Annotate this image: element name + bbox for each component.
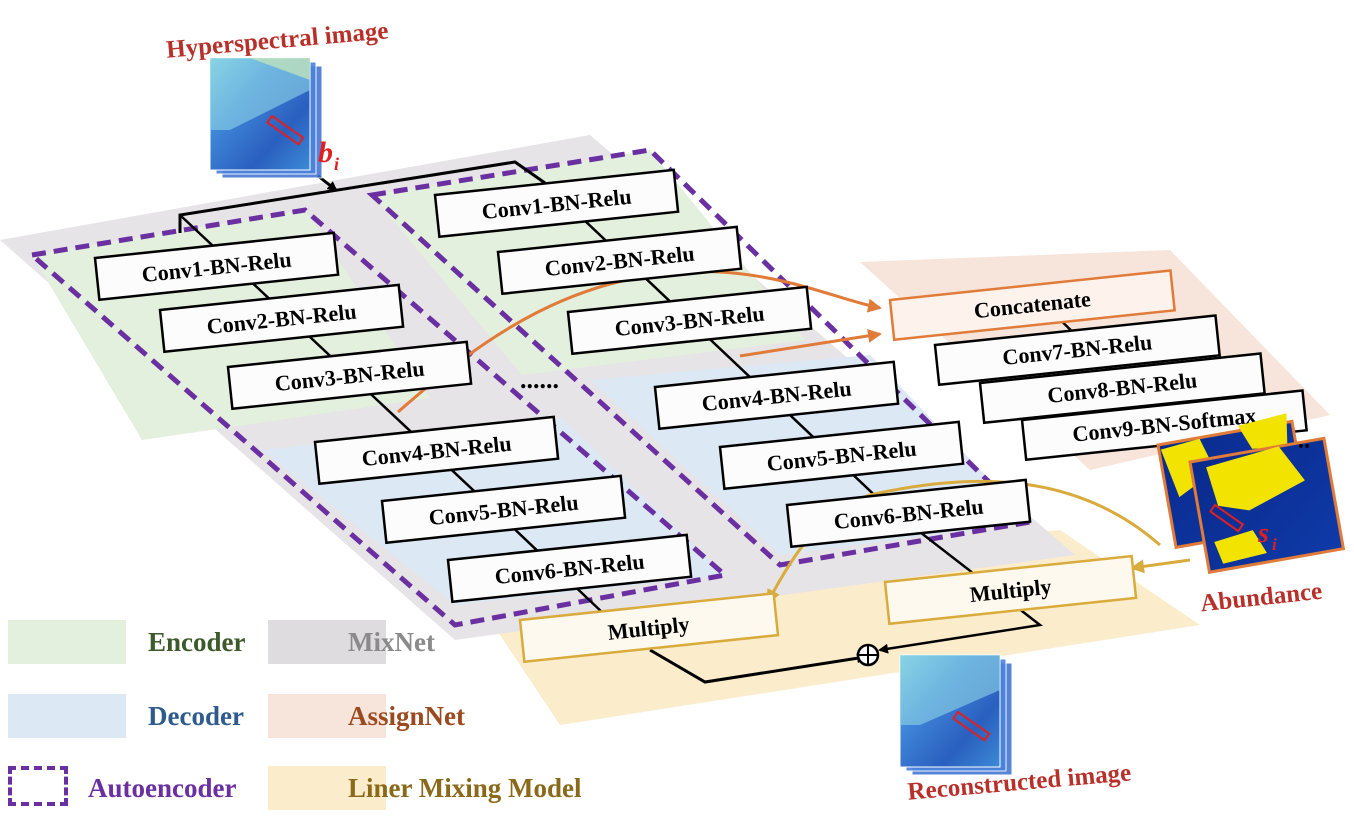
pixel-b-label: b i — [318, 136, 339, 174]
abundance-title: Abundance — [1199, 578, 1323, 618]
gold-arrow-1 — [766, 479, 1161, 604]
ae1-layer-1: Conv1-BN-Relu — [93, 231, 340, 302]
legend-autoencoder-swatch — [8, 766, 68, 806]
legend-assignnet-swatch — [268, 694, 386, 738]
ae2-layer-3: Conv3-BN-Relu — [566, 285, 813, 356]
legend-encoder-swatch — [8, 620, 126, 664]
ae1-layer-4: Conv4-BN-Relu — [313, 415, 560, 486]
ae2-layer-6: Conv6-BN-Relu — [785, 478, 1032, 549]
ae2-flow-line — [544, 182, 1044, 654]
oplus-symbol — [856, 643, 880, 667]
legend-decoder-label: Decoder — [148, 701, 244, 731]
ae2-layer-2: Conv2-BN-Relu — [496, 225, 743, 296]
gold-arrow-2 — [1130, 558, 1191, 574]
input-split-line — [178, 160, 546, 233]
hyperspectral-title: Hyperspectral image — [165, 17, 389, 63]
pixel-s-label: s i — [1257, 518, 1277, 554]
reconstructed-image — [899, 654, 1013, 776]
multiply-right-box: Multiply — [883, 554, 1138, 626]
legend-mixnet-swatch — [268, 620, 386, 664]
ae1-layer-5: Conv5-BN-Relu — [380, 474, 627, 545]
autoencoder-outline-2 — [366, 147, 1036, 568]
assign-conv7: Conv7-BN-Relu — [933, 314, 1222, 387]
ae1-output-line — [649, 648, 867, 684]
ae2-layer-1: Conv1-BN-Relu — [433, 168, 680, 239]
svg-text:s: s — [1257, 518, 1269, 549]
legend-lmm-swatch — [268, 766, 386, 810]
assign-concatenate: Concatenate — [888, 269, 1177, 342]
legend-mixnet-label: MixNet — [348, 627, 435, 657]
ae1-layer-2: Conv2-BN-Relu — [158, 283, 405, 354]
svg-text:i: i — [1272, 535, 1277, 554]
orange-arrow-2 — [739, 328, 882, 358]
legend-lmm-label: Liner Mixing Model — [348, 773, 582, 803]
legend-autoencoder-label: Autoencoder — [88, 773, 237, 803]
hyperspectral-image — [209, 57, 323, 179]
ae2-layer-5: Conv5-BN-Relu — [718, 420, 965, 491]
ae2-layer-4: Conv4-BN-Relu — [653, 360, 900, 431]
legend-assignnet-label: AssignNet — [348, 701, 466, 731]
assign-conv8: Conv8-BN-Relu — [978, 352, 1267, 425]
middle-ellipsis: ...... — [520, 365, 559, 394]
autoencoder-outline-1 — [26, 207, 731, 628]
legend-encoder-label: Encoder — [148, 627, 246, 657]
multiply-left-box: Multiply — [518, 591, 780, 664]
svg-text:b: b — [318, 136, 333, 169]
abundance-maps — [1156, 413, 1346, 575]
svg-text:i: i — [334, 154, 339, 174]
ae1-layer-6: Conv6-BN-Relu — [446, 533, 693, 604]
ae1-layer-3: Conv3-BN-Relu — [226, 340, 473, 411]
assign-conv9: Conv9-BN-Softmax — [1020, 389, 1309, 462]
abundance-ellipsis: .. — [1298, 428, 1310, 454]
legend-decoder-swatch — [8, 694, 126, 738]
